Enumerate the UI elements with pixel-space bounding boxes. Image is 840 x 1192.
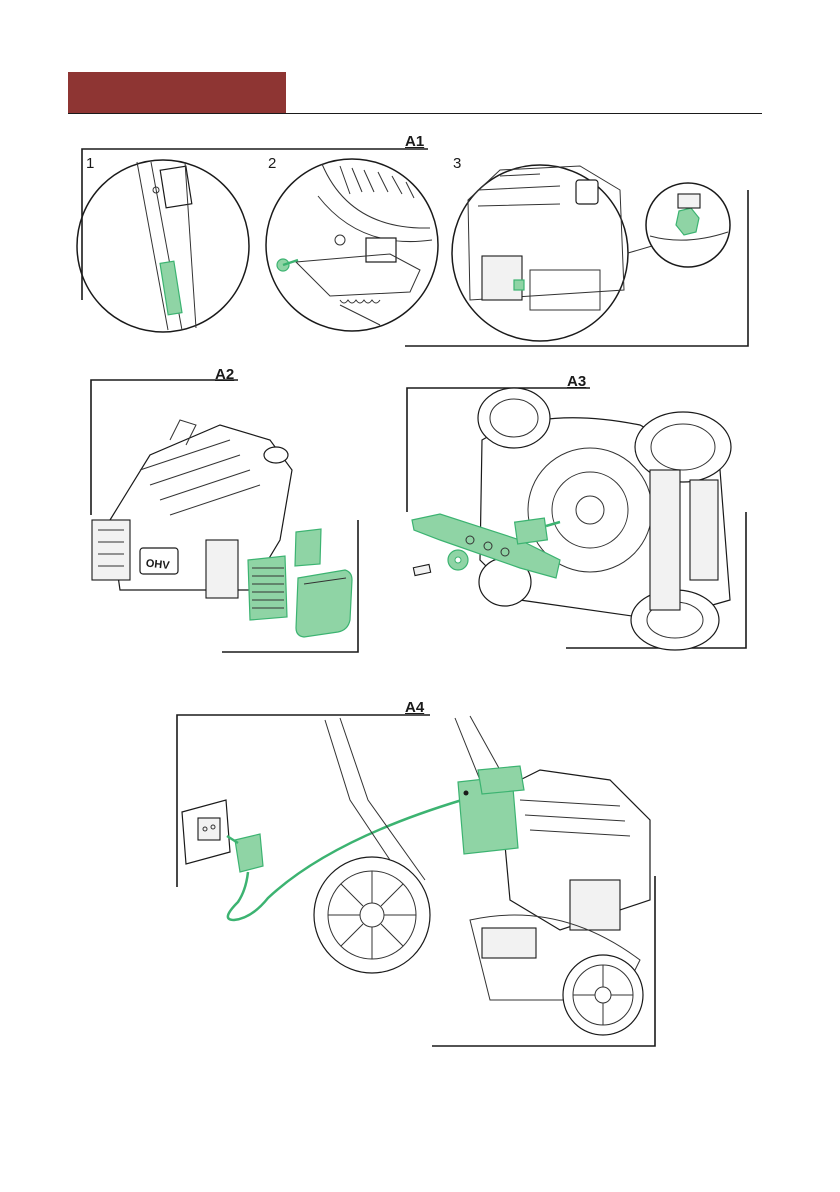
spark-plug-icon: [452, 165, 730, 341]
engine-badge: OHV: [145, 558, 171, 572]
battery-icon: [458, 766, 524, 854]
wheel-icon-rear: [563, 955, 643, 1035]
mower-deck-icon: [478, 388, 731, 650]
wall-socket-icon: [182, 800, 230, 864]
brake-cable-icon: [77, 160, 249, 332]
wheel-icon-front: [314, 857, 430, 973]
brake-lever-icon: [266, 159, 438, 331]
